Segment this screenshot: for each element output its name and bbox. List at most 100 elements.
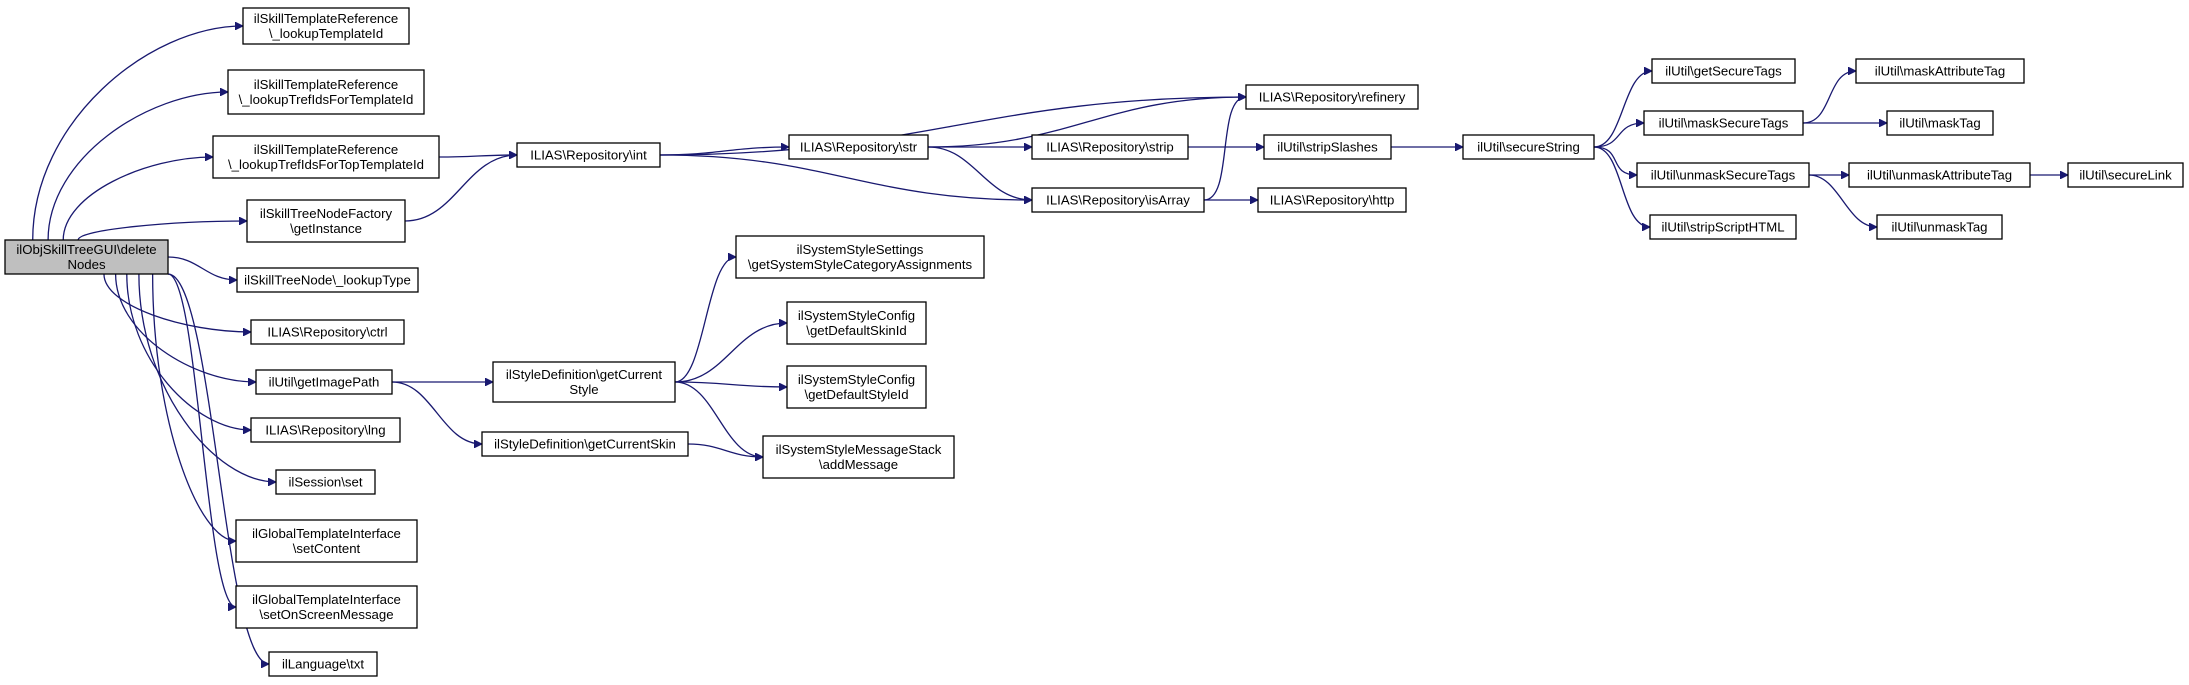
- node-ilutil-masktag[interactable]: ilUtil\maskTag: [1886, 110, 1994, 136]
- node-box[interactable]: [235, 585, 418, 629]
- edge-maskSecureTags-to-maskAttributeTag: [1802, 71, 1857, 124]
- node-label-line: \setOnScreenMessage: [259, 607, 393, 622]
- node-box[interactable]: [246, 199, 406, 243]
- edge-root-to-n9: [138, 273, 276, 482]
- node-box[interactable]: [1257, 187, 1407, 213]
- node-box[interactable]: [235, 519, 418, 563]
- node-box[interactable]: [2067, 162, 2184, 188]
- node-ilskilltreenode-lookuptype[interactable]: ilSkillTreeNode\_lookupType: [236, 267, 419, 293]
- node-label-line: \getInstance: [290, 221, 362, 236]
- node-ilias-repository-lng[interactable]: ILIAS\Repository\lng: [250, 417, 401, 443]
- node-box[interactable]: [786, 365, 927, 409]
- node-label-line: ILIAS\Repository\refinery: [1259, 90, 1406, 105]
- node-box[interactable]: [1855, 58, 2025, 84]
- node-label-line: ILIAS\Repository\http: [1270, 193, 1395, 208]
- node-ilglobaltemplateinterface-setonscreenmessage[interactable]: ilGlobalTemplateInterface\setOnScreenMes…: [235, 585, 418, 629]
- node-box[interactable]: [516, 142, 661, 168]
- node-ilias-repository-http[interactable]: ILIAS\Repository\http: [1257, 187, 1407, 213]
- node-ilskilltemplatereference-lookuptrefidsfortemplateid[interactable]: ilSkillTemplateReference\_lookupTrefIdsF…: [227, 69, 425, 115]
- node-ilutil-securelink[interactable]: ilUtil\secureLink: [2067, 162, 2184, 188]
- node-box[interactable]: [786, 301, 927, 345]
- node-box[interactable]: [227, 69, 425, 115]
- node-box[interactable]: [481, 431, 689, 457]
- node-box[interactable]: [236, 267, 419, 293]
- node-ilias-repository-refinery[interactable]: ILIAS\Repository\refinery: [1245, 84, 1419, 110]
- edge-root-to-n2: [47, 92, 228, 241]
- node-label-line: \getDefaultStyleId: [804, 387, 908, 402]
- node-ilutil-getsecuretags[interactable]: ilUtil\getSecureTags: [1651, 58, 1796, 84]
- node-label-line: ilUtil\stripScriptHTML: [1661, 220, 1784, 235]
- node-box[interactable]: [242, 7, 410, 45]
- edge-gcs-to-gdsk: [674, 323, 787, 383]
- node-ilsystemstylemessagestack-addmessage[interactable]: ilSystemStyleMessageStack\addMessage: [762, 435, 955, 479]
- node-box[interactable]: [250, 319, 405, 345]
- node-ilsystemstylesettings-getsystemstylecategoryassignments[interactable]: ilSystemStyleSettings\getSystemStyleCate…: [735, 235, 985, 279]
- node-ilutil-unmasksecuretags[interactable]: ilUtil\unmaskSecureTags: [1636, 162, 1810, 188]
- edge-root-to-n1: [32, 26, 243, 241]
- edge-secureString-to-getSecureTags: [1593, 71, 1653, 148]
- node-ilutil-maskattributetag[interactable]: ilUtil\maskAttributeTag: [1855, 58, 2025, 84]
- node-box[interactable]: [492, 361, 676, 403]
- edge-str-to-refinery: [927, 97, 1246, 148]
- node-box[interactable]: [268, 651, 378, 677]
- node-ilutil-getimagepath[interactable]: ilUtil\getImagePath: [255, 369, 393, 395]
- node-box[interactable]: [1462, 134, 1595, 160]
- node-box[interactable]: [255, 369, 393, 395]
- node-box[interactable]: [1651, 58, 1796, 84]
- node-ilsystemstyleconfig-getdefaultskinid[interactable]: ilSystemStyleConfig\getDefaultSkinId: [786, 301, 927, 345]
- node-ilskilltemplatereference-lookuptrefidsfortoptemplateid[interactable]: ilSkillTemplateReference\_lookupTrefIdsF…: [212, 135, 440, 179]
- node-ilias-repository-isarray[interactable]: ILIAS\Repository\isArray: [1031, 187, 1205, 213]
- node-box[interactable]: [1245, 84, 1419, 110]
- node-box[interactable]: [1886, 110, 1994, 136]
- node-box[interactable]: [1643, 110, 1804, 136]
- node-label-line: ILIAS\Repository\str: [800, 140, 918, 155]
- node-box[interactable]: [212, 135, 440, 179]
- node-ilsession-set[interactable]: ilSession\set: [275, 469, 376, 495]
- node-box[interactable]: [1848, 162, 2031, 188]
- node-label-line: ilUtil\unmaskTag: [1891, 220, 1987, 235]
- node-ilias-repository-ctrl[interactable]: ILIAS\Repository\ctrl: [250, 319, 405, 345]
- node-label-line: ilUtil\secureLink: [2079, 168, 2172, 183]
- node-ilutil-stripscripthtml[interactable]: ilUtil\stripScriptHTML: [1649, 214, 1797, 240]
- node-ilsystemstyleconfig-getdefaultstyleid[interactable]: ilSystemStyleConfig\getDefaultStyleId: [786, 365, 927, 409]
- edge-root-to-n12: [167, 273, 270, 664]
- node-box[interactable]: [1636, 162, 1810, 188]
- node-ilutil-masksecuretags[interactable]: ilUtil\maskSecureTags: [1643, 110, 1804, 136]
- node-label-line: ilUtil\getImagePath: [269, 375, 380, 390]
- node-box[interactable]: [1031, 134, 1189, 160]
- node-label-line: ilUtil\unmaskAttributeTag: [1867, 168, 2012, 183]
- node-ilias-repository-str[interactable]: ILIAS\Repository\str: [788, 134, 929, 160]
- node-label-line: ilGlobalTemplateInterface: [252, 592, 401, 607]
- node-box[interactable]: [1031, 187, 1205, 213]
- node-ilskilltemplatereference-lookuptemplateid[interactable]: ilSkillTemplateReference\_lookupTemplate…: [242, 7, 410, 45]
- node-ilias-repository-strip[interactable]: ILIAS\Repository\strip: [1031, 134, 1189, 160]
- node-box[interactable]: [1649, 214, 1797, 240]
- node-ilglobaltemplateinterface-setcontent[interactable]: ilGlobalTemplateInterface\setContent: [235, 519, 418, 563]
- node-ilias-repository-int[interactable]: ILIAS\Repository\int: [516, 142, 661, 168]
- node-box[interactable]: [275, 469, 376, 495]
- node-label-line: ILIAS\Repository\isArray: [1046, 193, 1190, 208]
- node-box[interactable]: [4, 239, 169, 275]
- node-ilutil-unmasktag[interactable]: ilUtil\unmaskTag: [1876, 214, 2003, 240]
- node-box[interactable]: [250, 417, 401, 443]
- node-label-line: ilLanguage\txt: [282, 657, 364, 672]
- node-label-line: \_lookupTemplateId: [269, 26, 383, 41]
- node-illanguage-txt[interactable]: ilLanguage\txt: [268, 651, 378, 677]
- node-label-line: ilUtil\maskAttributeTag: [1875, 64, 2005, 79]
- node-ilutil-stripslashes[interactable]: ilUtil\stripSlashes: [1263, 134, 1392, 160]
- node-ilutil-securestring[interactable]: ilUtil\secureString: [1462, 134, 1595, 160]
- node-ilutil-unmaskattributetag[interactable]: ilUtil\unmaskAttributeTag: [1848, 162, 2031, 188]
- node-label-line: Style: [569, 382, 598, 397]
- node-box[interactable]: [788, 134, 929, 160]
- node-box[interactable]: [735, 235, 985, 279]
- node-box[interactable]: [762, 435, 955, 479]
- node-box[interactable]: [1876, 214, 2003, 240]
- node-box[interactable]: [1263, 134, 1392, 160]
- node-label-line: ilUtil\stripSlashes: [1277, 140, 1378, 155]
- node-ilskilltreenodefactory-getinstance[interactable]: ilSkillTreeNodeFactory\getInstance: [246, 199, 406, 243]
- node-ilstyledefinition-getcurrentskin[interactable]: ilStyleDefinition\getCurrentSkin: [481, 431, 689, 457]
- edge-root-to-n4: [77, 221, 247, 241]
